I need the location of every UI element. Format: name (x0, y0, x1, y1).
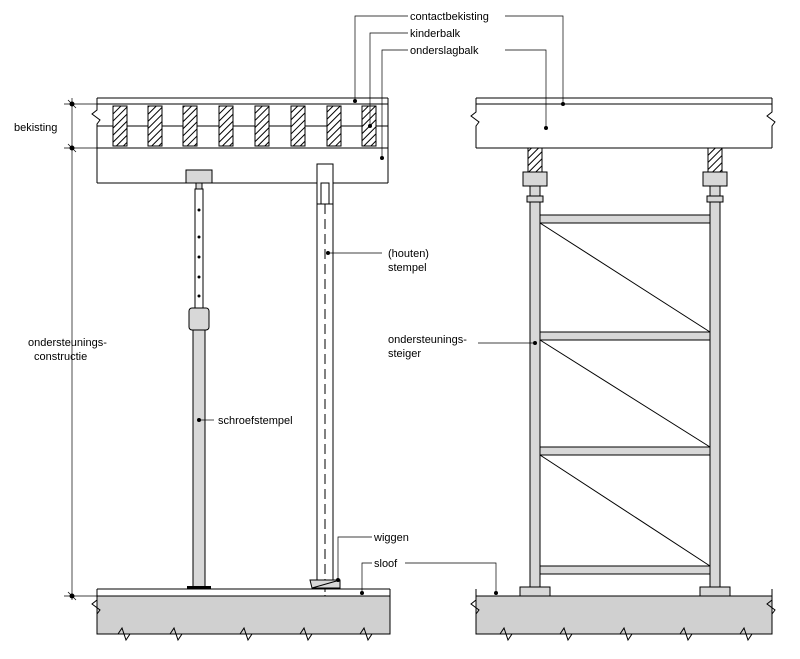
left-kinderbalk-row (97, 105, 388, 147)
label-ondersteunings-constructie-2: constructie (34, 351, 87, 363)
kinderbalk-section (290, 105, 306, 147)
scaffold-head-left (522, 171, 548, 203)
diagonal-brace (539, 339, 711, 448)
dimension-lines (64, 98, 97, 601)
label-contactbekisting: contactbekisting (410, 11, 489, 23)
labels: contactbekisting kinderbalk onderslagbal… (14, 11, 489, 570)
left-onderslagbalk (97, 98, 389, 184)
base-plate-left (519, 586, 551, 597)
left-break-line (91, 98, 101, 183)
label-houten-stempel-1: (houten) (388, 248, 429, 260)
kinderbalk-section (254, 105, 270, 147)
kinderbalk-section (147, 105, 163, 147)
diagonal-brace (539, 222, 711, 333)
right-ground (470, 589, 776, 642)
prop-outer-tube (192, 329, 206, 589)
label-onderslagbalk: onderslagbalk (410, 45, 479, 57)
scaffold-upright-right (709, 201, 721, 588)
prop-inner-tube (194, 188, 204, 310)
label-bekisting: bekisting (14, 122, 57, 134)
kinderbalk-section (112, 105, 128, 147)
ledger (539, 565, 711, 575)
label-sloof: sloof (374, 558, 398, 570)
label-kinderbalk: kinderbalk (410, 28, 461, 40)
right-elevation (470, 97, 776, 642)
left-ground (91, 588, 391, 642)
onderslagbalk-section-right (707, 147, 723, 173)
ledger (539, 446, 711, 456)
kinderbalk-section (218, 105, 234, 147)
label-ondersteunings-steiger-1: ondersteunings- (388, 334, 467, 346)
ledger (539, 214, 711, 224)
prop-head-plate (185, 169, 213, 184)
right-break-line-left (470, 98, 480, 148)
kinderbalk-section (326, 105, 342, 147)
houten-stempel-prop (309, 163, 341, 604)
leader-lines (197, 15, 565, 595)
scaffold-head-right (702, 171, 728, 203)
right-break-line-right (766, 98, 776, 148)
prop-screw-collar (188, 307, 210, 331)
label-wiggen: wiggen (373, 532, 409, 544)
label-ondersteunings-steiger-2: steiger (388, 348, 421, 360)
label-ondersteunings-constructie-1: ondersteunings- (28, 337, 107, 349)
ledger (539, 331, 711, 341)
kinderbalk-section (182, 105, 198, 147)
schroefstempel-prop (185, 169, 213, 589)
left-elevation (64, 97, 391, 642)
diagonal-brace (539, 454, 711, 567)
label-houten-stempel-2: stempel (388, 262, 427, 274)
base-plate-right (699, 586, 731, 597)
scaffold-upright-left (529, 201, 541, 588)
label-schroefstempel: schroefstempel (218, 415, 293, 427)
left-contactbekisting (97, 97, 388, 105)
onderslagbalk-section-left (527, 147, 543, 173)
